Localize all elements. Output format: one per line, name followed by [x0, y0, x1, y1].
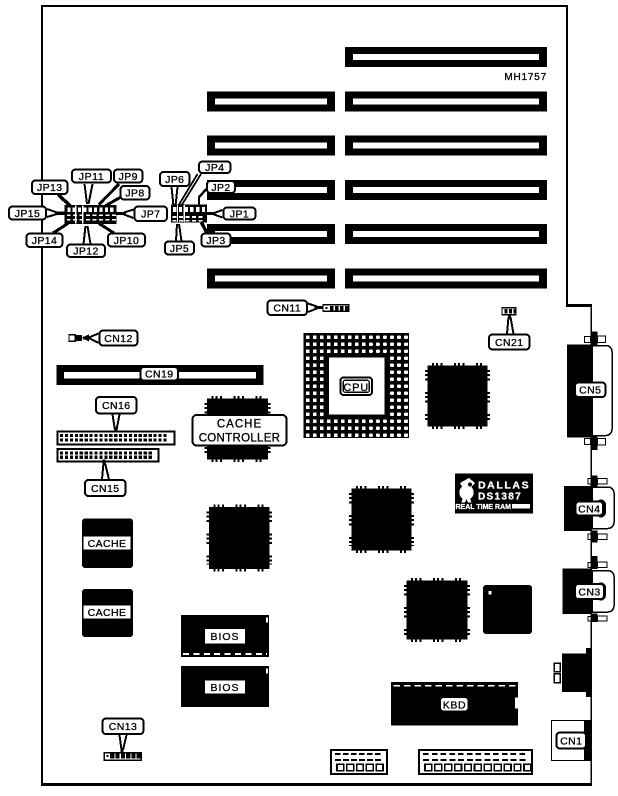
svg-text:JP1: JP1: [230, 208, 249, 220]
svg-text:CACHE: CACHE: [88, 538, 127, 550]
svg-text:CACHE: CACHE: [88, 607, 127, 619]
svg-text:JP7: JP7: [141, 209, 160, 221]
svg-text:JP15: JP15: [15, 208, 41, 220]
svg-text:BIOS: BIOS: [210, 682, 239, 694]
svg-text:CPU: CPU: [343, 382, 369, 394]
svg-text:CN3: CN3: [578, 586, 600, 598]
svg-text:JP4: JP4: [205, 162, 224, 174]
svg-text:REAL TIME RAM: REAL TIME RAM: [456, 504, 512, 511]
svg-text:JP13: JP13: [37, 182, 63, 194]
svg-text:CN1: CN1: [560, 735, 582, 747]
svg-text:CN15: CN15: [91, 483, 119, 495]
svg-text:KBD: KBD: [443, 699, 466, 711]
svg-text:JP6: JP6: [165, 174, 184, 186]
svg-text:CN5: CN5: [579, 385, 601, 397]
svg-text:JP10: JP10: [114, 235, 140, 247]
svg-text:CONTROLLER: CONTROLLER: [199, 432, 281, 444]
svg-text:MH1757: MH1757: [504, 72, 547, 83]
svg-text:CN16: CN16: [102, 400, 130, 412]
svg-text:JP14: JP14: [32, 235, 58, 247]
svg-text:CN13: CN13: [109, 721, 137, 733]
svg-text:JP12: JP12: [73, 246, 99, 258]
svg-text:CN19: CN19: [145, 369, 173, 381]
svg-text:CN4: CN4: [578, 503, 600, 515]
svg-text:CN12: CN12: [104, 333, 132, 345]
svg-text:BIOS: BIOS: [210, 631, 239, 643]
svg-text:CN11: CN11: [273, 303, 301, 315]
svg-text:JP9: JP9: [119, 171, 138, 183]
svg-text:DALLAS: DALLAS: [478, 479, 530, 491]
svg-text:CACHE: CACHE: [217, 418, 262, 430]
svg-text:JP5: JP5: [170, 243, 189, 255]
svg-text:JP11: JP11: [79, 171, 105, 183]
svg-text:CN21: CN21: [495, 337, 523, 349]
svg-text:JP2: JP2: [211, 182, 230, 194]
svg-text:JP3: JP3: [206, 235, 225, 247]
svg-text:DS1387: DS1387: [478, 492, 522, 503]
svg-text:JP8: JP8: [125, 188, 144, 200]
